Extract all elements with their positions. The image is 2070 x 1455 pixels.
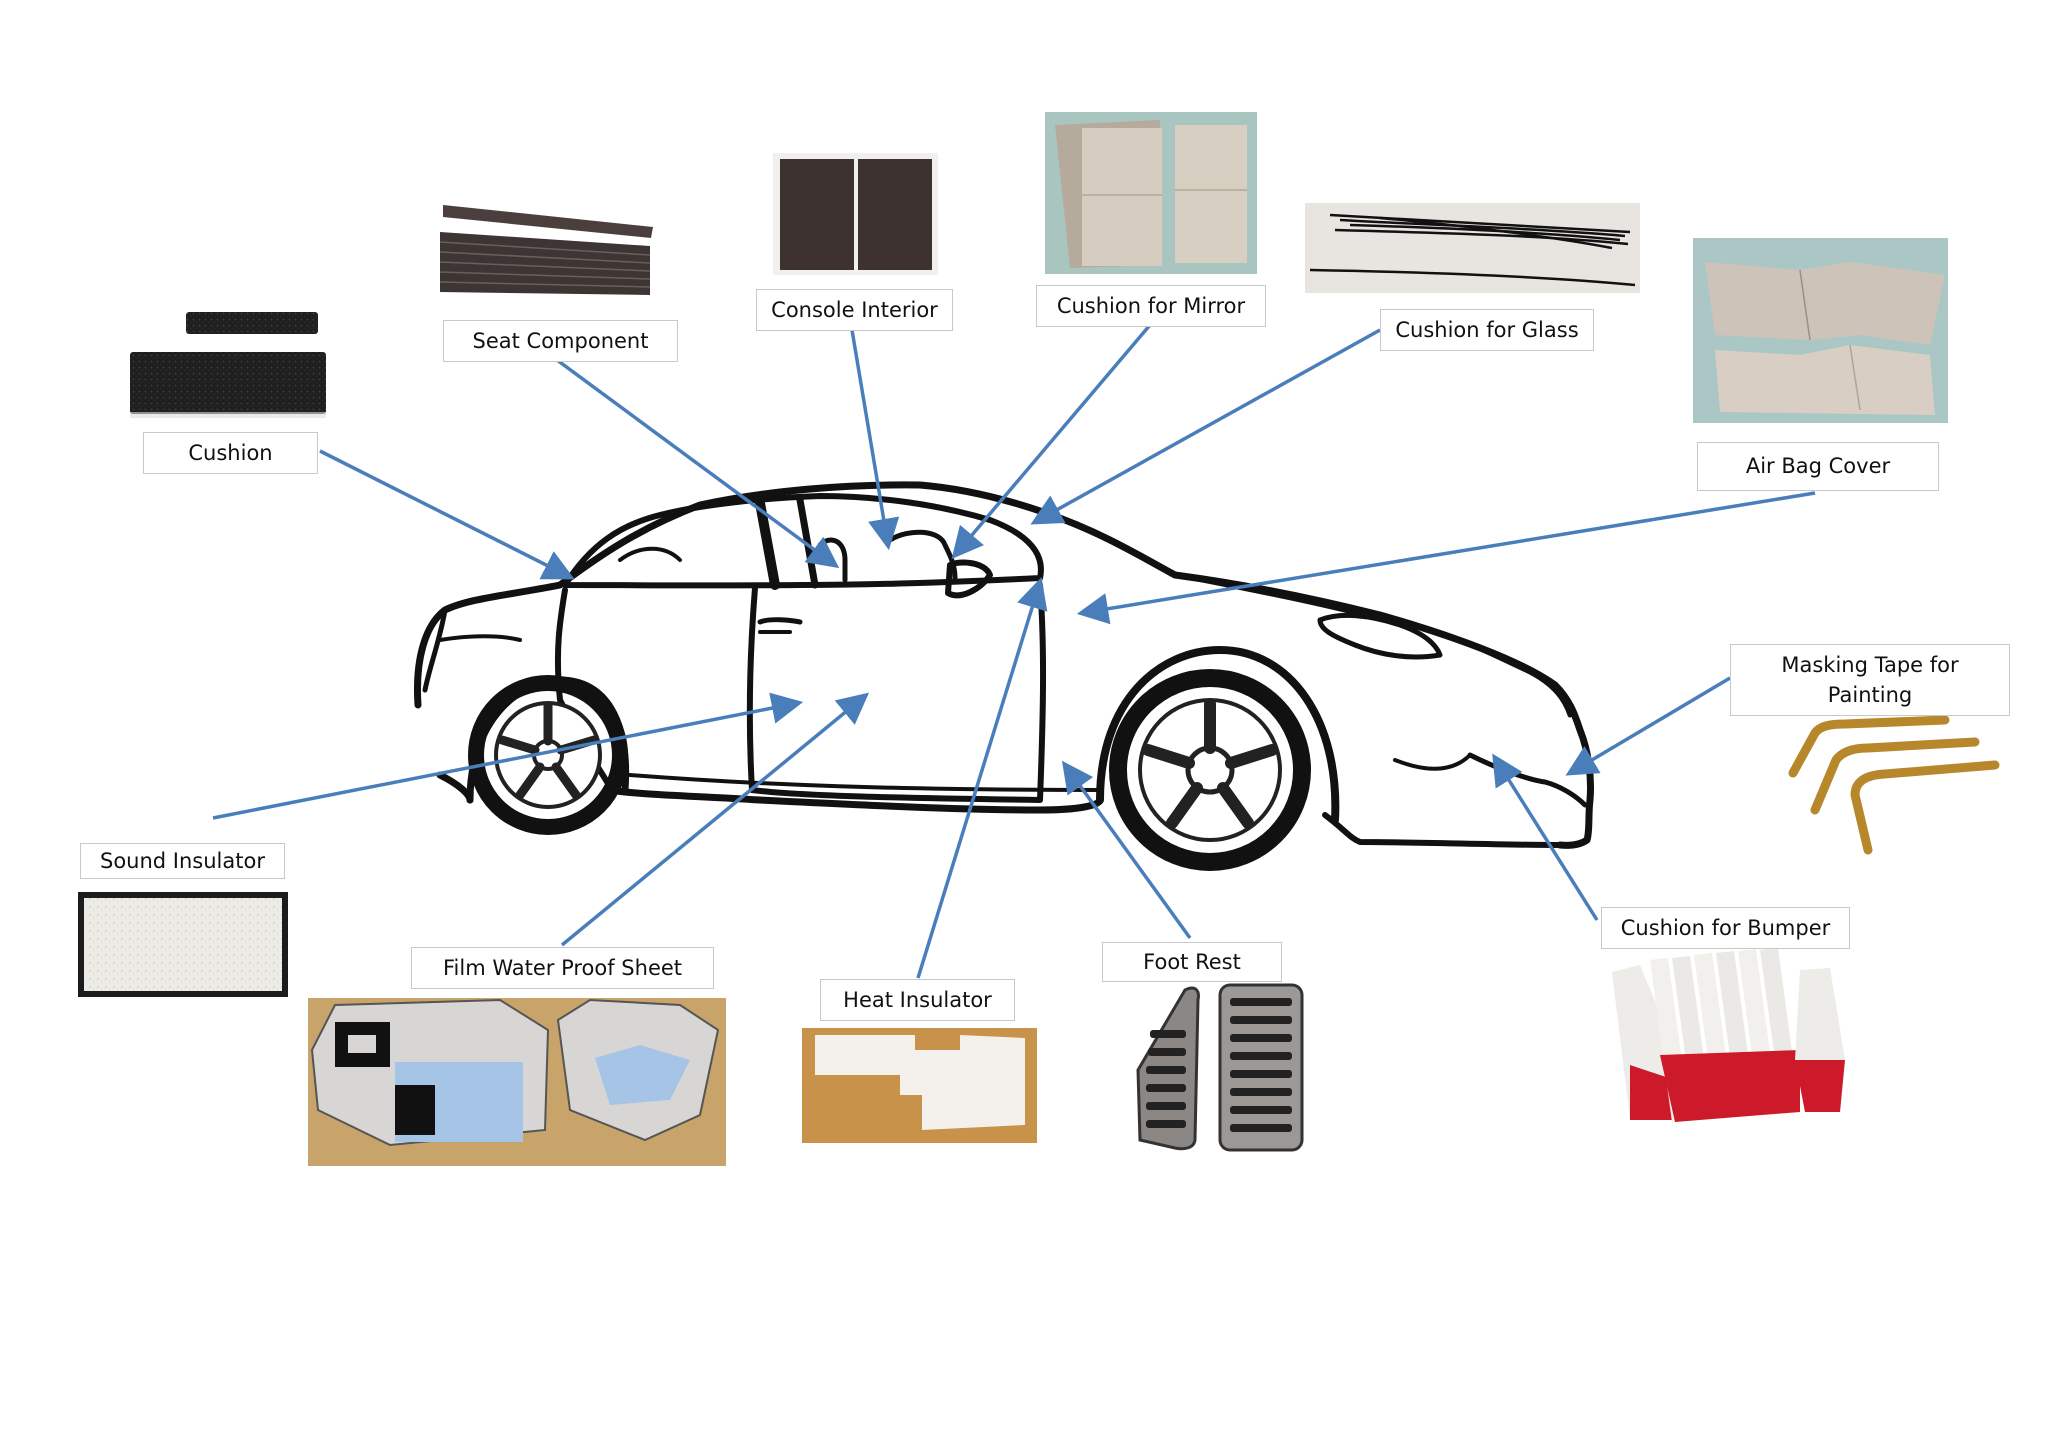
console-interior-image — [773, 153, 938, 275]
label-seat-component: Seat Component — [443, 320, 678, 362]
label-foot-rest: Foot Rest — [1102, 942, 1282, 982]
label-film-water-proof-sheet: Film Water Proof Sheet — [411, 947, 714, 989]
arrow-film-water-proof-sheet — [560, 692, 870, 947]
callout-arrows — [212, 323, 1816, 979]
label-cushion-for-mirror: Cushion for Mirror — [1036, 285, 1266, 327]
label-air-bag-cover: Air Bag Cover — [1697, 442, 1939, 491]
arrow-air-bag-cover — [1076, 491, 1816, 625]
arrow-cushion-for-bumper — [1492, 753, 1599, 921]
film-water-proof-sheet-image — [308, 998, 726, 1166]
arrow-foot-rest — [1061, 760, 1192, 940]
arrow-cushion-for-glass — [1030, 328, 1381, 525]
arrow-sound-insulator — [212, 692, 804, 820]
front-wheel — [1109, 669, 1311, 871]
car-illustration — [414, 481, 1594, 849]
arrow-console-interior — [850, 329, 900, 551]
masking-tape-image — [1788, 715, 2000, 855]
label-masking-tape: Masking Tape for Painting — [1730, 644, 2010, 716]
arrow-cushion-for-mirror — [951, 323, 1152, 560]
label-cushion-for-glass: Cushion for Glass — [1380, 309, 1594, 351]
arrow-cushion — [319, 449, 575, 580]
cushion-for-glass-image — [1305, 203, 1640, 293]
arrow-masking-tape — [1565, 676, 1731, 776]
label-sound-insulator: Sound Insulator — [80, 843, 285, 879]
rear-wheel — [468, 675, 628, 835]
foot-rest-image — [1136, 983, 1304, 1152]
air-bag-cover-image — [1693, 238, 1948, 423]
label-console-interior: Console Interior — [756, 289, 953, 331]
cushion-for-mirror-image — [1045, 112, 1257, 274]
arrow-seat-component — [555, 358, 840, 569]
heat-insulator-image — [802, 1028, 1037, 1143]
seat-component-image — [439, 205, 653, 295]
label-cushion: Cushion — [143, 432, 318, 474]
sound-insulator-image — [78, 892, 288, 997]
cushion-image — [130, 312, 326, 418]
cushion-for-bumper-image — [1612, 948, 1845, 1122]
label-heat-insulator: Heat Insulator — [820, 979, 1015, 1021]
arrow-heat-insulator — [916, 576, 1048, 979]
label-cushion-for-bumper: Cushion for Bumper — [1601, 907, 1850, 949]
